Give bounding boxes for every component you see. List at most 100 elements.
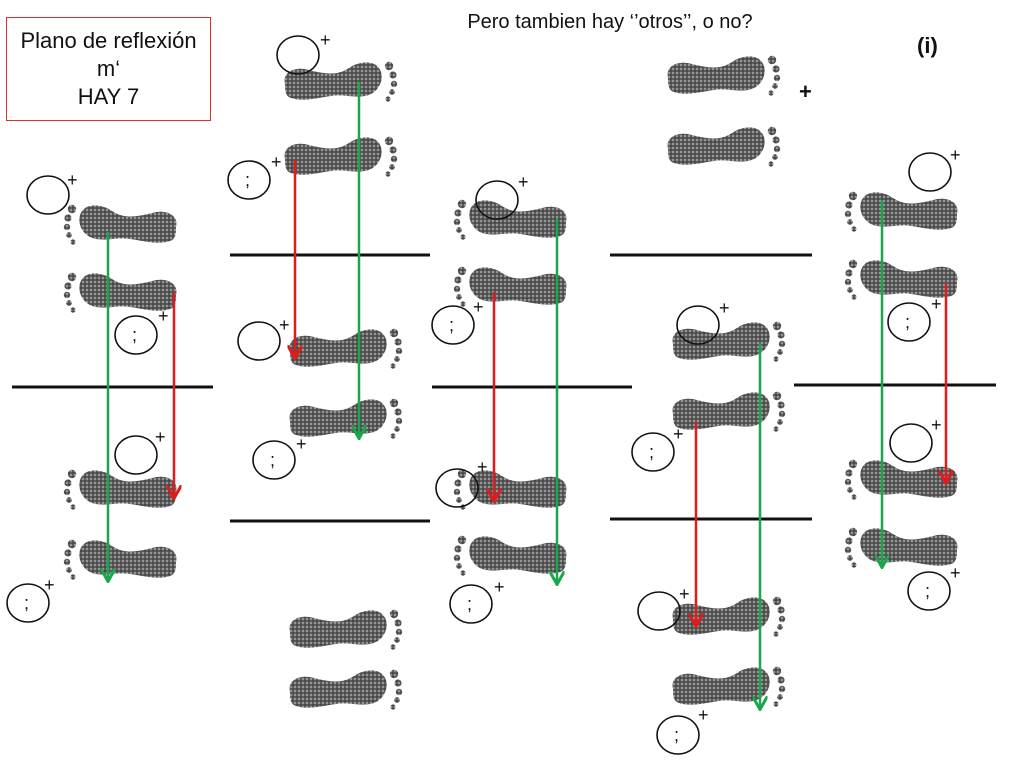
footprint-toe: [454, 545, 462, 553]
plus-sign: +: [67, 170, 78, 190]
footprint-toe: [453, 285, 461, 293]
footprint-toe: [851, 494, 857, 500]
circle-symbol: [6, 583, 50, 623]
footprint-toe: [848, 191, 858, 201]
footprint-toe: [777, 401, 785, 409]
circle-symbol: [656, 715, 700, 755]
footprint: [63, 272, 177, 313]
footprint-toe: [777, 624, 783, 630]
circle-symbol: [114, 315, 158, 355]
footprint-sole: [469, 536, 567, 574]
footprint: [672, 666, 786, 707]
footprint-toe: [67, 469, 77, 479]
footprint-toe: [63, 223, 71, 231]
plus-sign: +: [931, 294, 942, 314]
footprint-toe: [772, 83, 778, 89]
footprint-toe: [390, 433, 396, 439]
footprint-sole: [667, 127, 765, 165]
footprint-sole: [667, 56, 765, 94]
footprint-toe: [847, 555, 853, 561]
footprint-toe: [395, 688, 403, 696]
footprint-toe: [847, 219, 853, 225]
footprint-toe: [777, 694, 783, 700]
footprint-toe: [777, 676, 785, 684]
circle-symbol: [26, 175, 70, 215]
footprint: [844, 459, 958, 500]
footprint-toe: [778, 340, 786, 348]
footprint-toe: [66, 497, 72, 503]
footprint-toe: [394, 637, 400, 643]
footprint: [284, 136, 398, 177]
plus-sign: +: [494, 577, 505, 597]
footprint: [453, 469, 567, 510]
footprint-toe: [390, 363, 396, 369]
circle-symbol: [114, 435, 158, 475]
footprint: [667, 126, 781, 167]
footprint: [844, 527, 958, 568]
footprint-toe: [778, 410, 786, 418]
footprint-toe: [460, 234, 466, 240]
footprint-toe: [772, 136, 780, 144]
footprint-toe: [457, 199, 467, 209]
plus-sign: +: [950, 563, 961, 583]
footprint-toe: [63, 488, 71, 496]
circle-symbol: [907, 571, 951, 611]
footprint-toe: [70, 239, 76, 245]
footprint-toe: [389, 398, 399, 408]
footprint-toe: [845, 201, 853, 209]
plus-sign: +: [518, 172, 529, 192]
footprint-sole: [860, 260, 958, 298]
footprint-toe: [848, 459, 858, 469]
footprint: [284, 61, 398, 102]
footprint-toe: [390, 704, 396, 710]
footprint-toe: [456, 563, 462, 569]
footprint-sole: [860, 460, 958, 498]
footprint: [844, 259, 958, 300]
semicolon-symbol: ;: [449, 315, 454, 335]
footprint-toe: [777, 419, 783, 425]
plus-sign: +: [296, 434, 307, 454]
footprint-toe: [454, 209, 462, 217]
footprint-sole: [860, 192, 958, 230]
plus-sign: +: [799, 79, 812, 104]
semicolon-symbol: ;: [24, 593, 29, 613]
footprint: [289, 669, 403, 710]
footprint-sole: [672, 392, 770, 430]
footprint-toe: [457, 469, 467, 479]
circle-symbol: [908, 152, 952, 192]
plus-sign: +: [679, 584, 690, 604]
footprint-toe: [395, 628, 403, 636]
footprint-toe: [389, 146, 397, 154]
footprint-toe: [454, 479, 462, 487]
semicolon-symbol: ;: [905, 312, 910, 332]
footprint-toe: [851, 226, 857, 232]
footprint-toe: [395, 417, 403, 425]
circle-symbol: [889, 423, 933, 463]
footprint-toe: [66, 300, 72, 306]
footprint-toe: [389, 71, 397, 79]
footprint-toe: [64, 479, 72, 487]
semicolon-symbol: ;: [925, 581, 930, 601]
footprint-sole: [289, 610, 387, 648]
footprint-toe: [848, 259, 858, 269]
footprint-toe: [847, 487, 853, 493]
footprint-toe: [778, 685, 786, 693]
plus-sign: +: [473, 297, 484, 317]
footprint-toe: [772, 596, 782, 606]
plus-sign: +: [320, 30, 331, 50]
plane-label-line2: m‘: [96, 56, 121, 81]
circle-symbol: [431, 305, 475, 345]
footprint-toe: [394, 356, 400, 362]
plus-sign: +: [271, 152, 282, 172]
footprint-toe: [394, 619, 402, 627]
semicolon-symbol: ;: [467, 594, 472, 614]
circle-symbol: [227, 160, 271, 200]
semicolon-symbol: ;: [132, 325, 137, 345]
footprint: [289, 328, 403, 369]
footprint: [63, 469, 177, 510]
footprint-toe: [389, 609, 399, 619]
footprint-toe: [778, 615, 786, 623]
footprint: [453, 199, 567, 240]
plus-sign: +: [673, 424, 684, 444]
footprint: [844, 191, 958, 232]
